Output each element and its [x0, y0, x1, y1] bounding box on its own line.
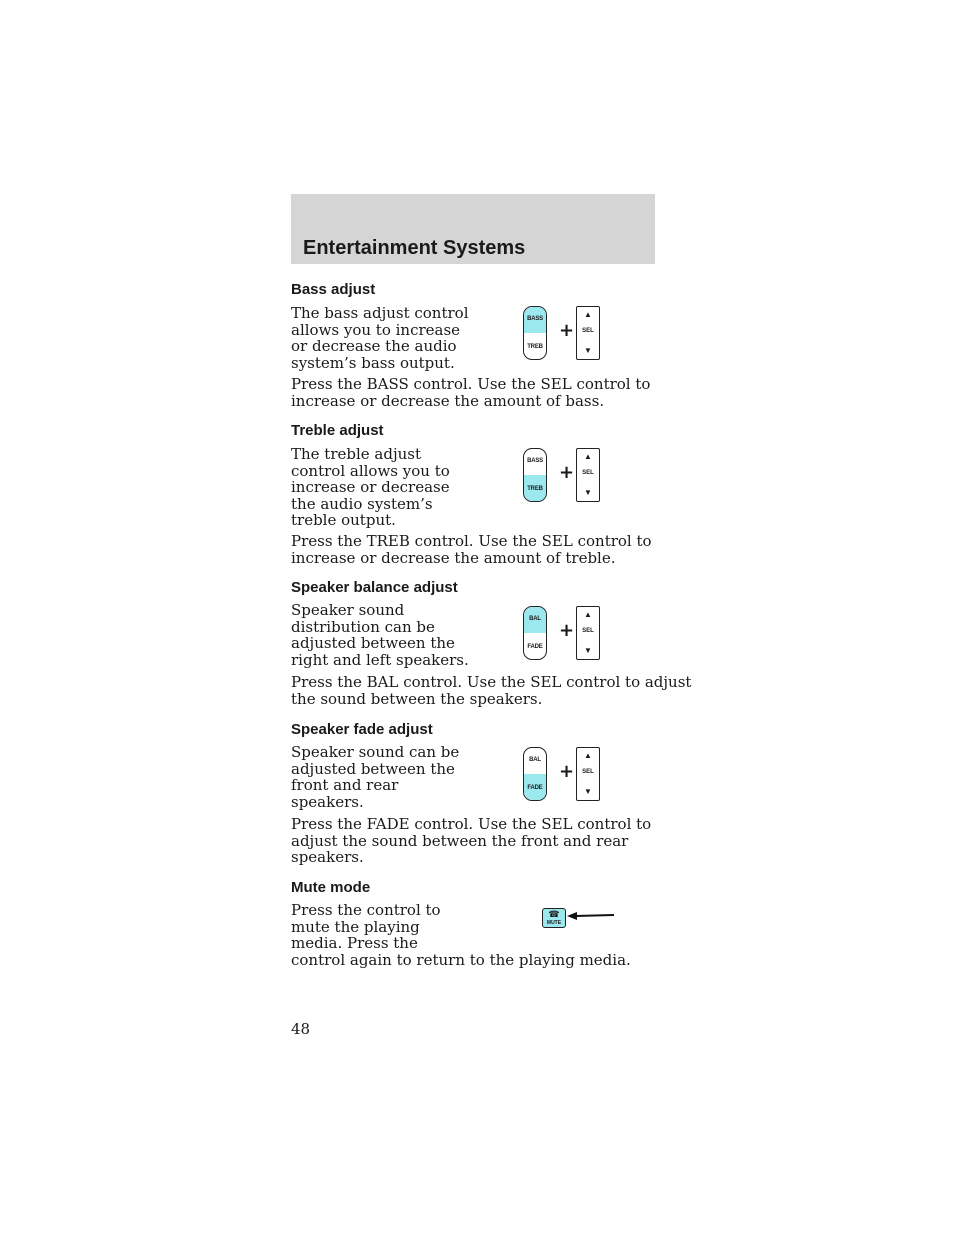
- bal-button: BAL: [529, 757, 541, 763]
- fade-button: FADE: [527, 644, 543, 650]
- bass-treb-switch: BASS TREB: [523, 306, 547, 360]
- section-title-balance: Speaker balance adjust: [291, 579, 458, 596]
- section-title-treble: Treble adjust: [291, 422, 384, 439]
- page-number: 48: [291, 1020, 311, 1038]
- balance-intro: Speaker sound distribution can be adjust…: [291, 601, 469, 669]
- down-arrow-icon: ▼: [584, 646, 592, 655]
- mute-button: ☎ MUTE: [542, 908, 566, 928]
- bass-treb-switch: BASS TREB: [523, 448, 547, 502]
- plus-icon: +: [559, 462, 575, 483]
- sel-rocker: ▲ SEL ▼: [576, 448, 600, 502]
- down-arrow-icon: ▼: [584, 488, 592, 497]
- up-arrow-icon: ▲: [584, 310, 592, 319]
- mute-intro: Press the control to mute the playing me…: [291, 901, 631, 969]
- sel-label: SEL: [582, 628, 594, 634]
- fade-button: FADE: [524, 774, 546, 800]
- plus-icon: +: [559, 320, 575, 341]
- up-arrow-icon: ▲: [584, 452, 592, 461]
- treb-button: TREB: [527, 344, 543, 350]
- pointer-arrow-icon: [567, 912, 615, 920]
- bal-button: BAL: [524, 607, 546, 633]
- down-arrow-icon: ▼: [584, 787, 592, 796]
- header-band: [291, 194, 655, 264]
- section-title-mute: Mute mode: [291, 879, 371, 896]
- fade-instruction: Press the FADE control. Use the SEL cont…: [291, 815, 652, 866]
- up-arrow-icon: ▲: [584, 751, 592, 760]
- up-arrow-icon: ▲: [584, 610, 592, 619]
- treb-button: TREB: [524, 475, 546, 501]
- bal-fade-switch: BAL FADE: [523, 747, 547, 801]
- balance-instruction: Press the BAL control. Use the SEL contr…: [291, 673, 692, 708]
- fade-intro: Speaker sound can be adjusted between th…: [291, 743, 460, 811]
- down-arrow-icon: ▼: [584, 346, 592, 355]
- page-title: Entertainment Systems: [303, 237, 526, 259]
- bass-button: BASS: [524, 307, 546, 333]
- plus-icon: +: [559, 761, 575, 782]
- sel-rocker: ▲ SEL ▼: [576, 306, 600, 360]
- bass-button: BASS: [527, 458, 543, 464]
- plus-icon: +: [559, 620, 575, 641]
- bass-instruction: Press the BASS control. Use the SEL cont…: [291, 375, 651, 410]
- treble-intro: The treble adjust control allows you to …: [291, 445, 450, 529]
- treble-instruction: Press the TREB control. Use the SEL cont…: [291, 532, 652, 567]
- section-title-fade: Speaker fade adjust: [291, 721, 433, 738]
- sel-rocker: ▲ SEL ▼: [576, 606, 600, 660]
- sel-label: SEL: [582, 328, 594, 334]
- phone-icon: ☎: [548, 909, 560, 919]
- sel-rocker: ▲ SEL ▼: [576, 747, 600, 801]
- bal-fade-switch: BAL FADE: [523, 606, 547, 660]
- sel-label: SEL: [582, 470, 594, 476]
- sel-label: SEL: [582, 769, 594, 775]
- section-title-bass: Bass adjust: [291, 281, 376, 298]
- mute-label: MUTE: [546, 920, 562, 926]
- bass-intro: The bass adjust control allows you to in…: [291, 304, 469, 372]
